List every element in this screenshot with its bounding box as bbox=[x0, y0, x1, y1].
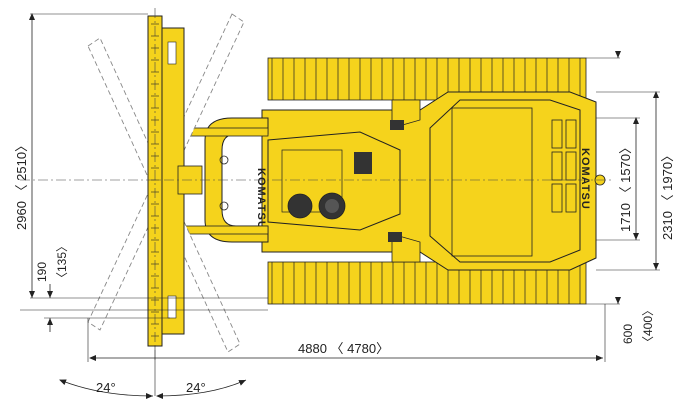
shoe-width-label: 600 bbox=[621, 324, 635, 344]
operator-seat bbox=[287, 193, 313, 219]
blade-offset-label: 190 bbox=[35, 262, 49, 282]
angle-left-label: 24° bbox=[96, 380, 116, 395]
upper-track bbox=[267, 57, 587, 101]
shoe-width-alt-label: 〈400〉 bbox=[641, 304, 655, 348]
track-width-label: 2310 〈 1970〉 bbox=[660, 149, 675, 240]
cabin-logo: KOMATSU bbox=[255, 168, 267, 230]
dimension-lines bbox=[29, 13, 659, 399]
dozer-blade bbox=[147, 15, 203, 347]
angle-right-label: 24° bbox=[186, 380, 206, 395]
gauge-label: 1710 〈 1570〉 bbox=[618, 141, 633, 232]
cab-details bbox=[354, 120, 404, 242]
overall-width-label: 2960 〈 2510〉 bbox=[14, 139, 29, 230]
blade-offset-alt-label: 〈135〉 bbox=[55, 240, 69, 284]
lower-push-arm bbox=[179, 225, 269, 235]
rear-logo: KOMATSU bbox=[579, 148, 591, 210]
machine-body: KOMATSU KOMATSU bbox=[255, 91, 606, 271]
engine-vents bbox=[551, 119, 577, 213]
overall-length-label: 4880 〈 4780〉 bbox=[298, 341, 389, 356]
extension-lines bbox=[20, 13, 660, 396]
center-lines bbox=[20, 8, 612, 360]
